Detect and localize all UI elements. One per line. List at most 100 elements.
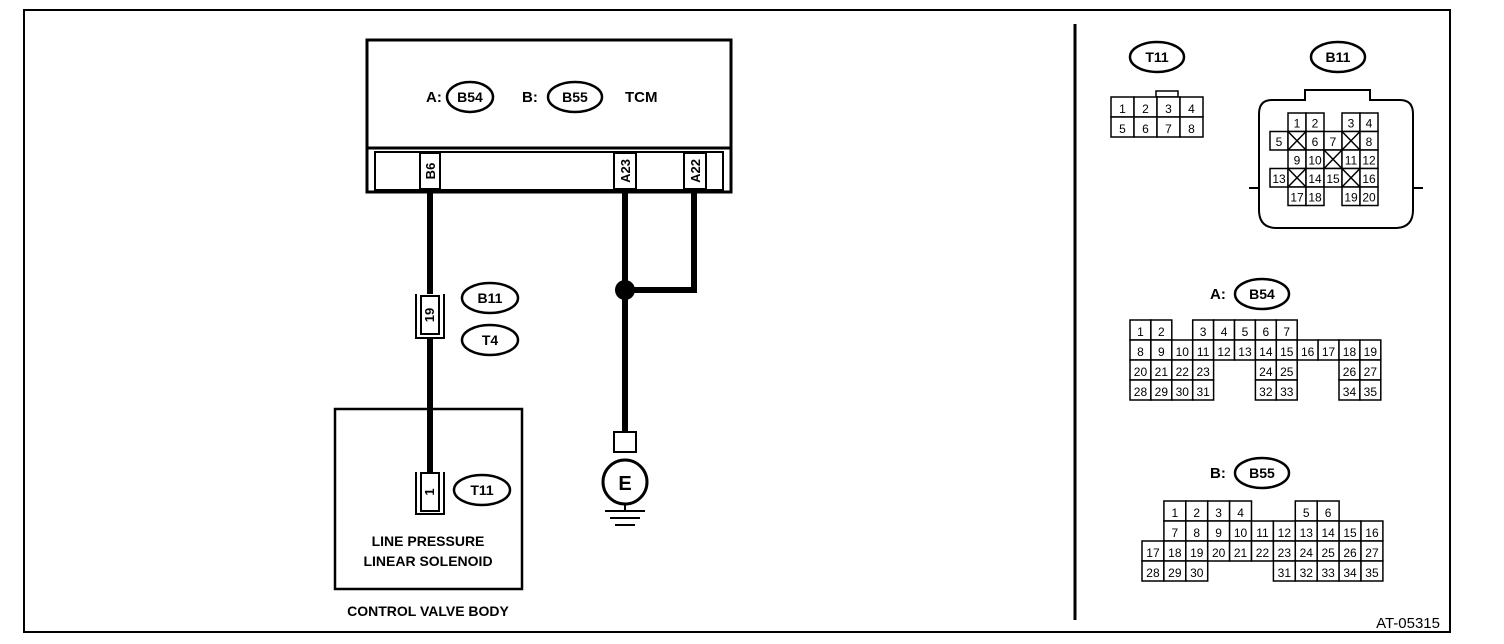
pin-number: 21	[1234, 546, 1248, 560]
pin-number: 31	[1278, 566, 1292, 580]
pin-number: 9	[1158, 345, 1165, 359]
pin-number: 28	[1134, 385, 1148, 399]
ground-symbol: E	[601, 431, 649, 526]
control-valve-body: 1 T11 LINE PRESSURE LINEAR SOLENOID CONT…	[333, 407, 524, 619]
pin-number: 6	[1142, 122, 1149, 136]
pin-number: 10	[1308, 154, 1322, 168]
solenoid-housing	[333, 407, 524, 591]
harness-conn2-oval	[460, 323, 520, 357]
plugged-cavity-mark	[1287, 167, 1307, 188]
pin-number: 20	[1212, 546, 1226, 560]
pin-number: 17	[1290, 191, 1304, 205]
pin-number: 1	[1137, 325, 1144, 339]
pin-number: 11	[1345, 154, 1358, 168]
pin-number: 30	[1190, 566, 1204, 580]
wiring	[427, 190, 697, 472]
pin-number: 26	[1343, 546, 1357, 560]
pin-cell	[1305, 186, 1325, 207]
b54-title: B54	[1249, 286, 1275, 302]
pin-cell	[1275, 379, 1298, 401]
pin-number: 14	[1308, 172, 1322, 186]
harness-conn1-oval	[460, 281, 520, 315]
pin-number: 3	[1200, 325, 1207, 339]
solenoid-name-line2: LINEAR SOLENOID	[363, 553, 492, 569]
pin-number: 2	[1193, 506, 1200, 520]
pin-number: 17	[1146, 546, 1160, 560]
pin-number: 21	[1155, 365, 1169, 379]
pin-number: 35	[1364, 385, 1378, 399]
tcm-conn-b-oval	[546, 80, 604, 114]
pin-number: 24	[1259, 365, 1273, 379]
pin-number: 1	[1294, 117, 1301, 131]
pin-number: 13	[1300, 526, 1314, 540]
b11-title: B11	[1326, 49, 1351, 65]
pin-number: 13	[1272, 172, 1286, 186]
solenoid-conn-label: T11	[470, 482, 494, 498]
t11-title: T11	[1145, 49, 1169, 65]
pin-cell	[1185, 560, 1209, 582]
pin-number: 8	[1193, 526, 1200, 540]
plugged-cavity-mark	[1323, 149, 1343, 170]
pin-number: 31	[1196, 385, 1210, 399]
harness-conn2-label: T4	[482, 332, 499, 348]
tcm-conn-a-oval	[445, 80, 495, 114]
tcm-label-b: B:	[522, 89, 538, 106]
pin-number: 22	[1176, 365, 1190, 379]
pin-number: 6	[1325, 506, 1332, 520]
pin-number: 17	[1322, 345, 1336, 359]
pin-cell	[1360, 560, 1384, 582]
pin-number: 2	[1158, 325, 1165, 339]
pin-number: 16	[1301, 345, 1315, 359]
pin-number: 4	[1366, 117, 1373, 131]
diagram-frame	[23, 9, 1451, 633]
pin-number: 19	[1364, 345, 1378, 359]
housing-label: CONTROL VALVE BODY	[347, 603, 509, 619]
pin-number: 14	[1321, 526, 1335, 540]
pin-number: 26	[1343, 365, 1357, 379]
pin-number: 16	[1362, 172, 1376, 186]
pin-number: 18	[1343, 345, 1357, 359]
splice-point	[615, 280, 635, 300]
plugged-cavity-mark	[1341, 130, 1361, 151]
pin-number: 34	[1343, 566, 1357, 580]
tcm-pin-b6: B6	[423, 163, 438, 180]
wire-a22	[625, 190, 697, 293]
solenoid-name-line1: LINE PRESSURE	[372, 533, 485, 549]
pin-number: 5	[1242, 325, 1249, 339]
pin-number: 5	[1303, 506, 1310, 520]
pin-cell	[1359, 186, 1379, 207]
pin-number: 3	[1348, 117, 1355, 131]
pin-number: 18	[1168, 546, 1182, 560]
pin-number: 12	[1278, 526, 1292, 540]
pin-number: 32	[1259, 385, 1273, 399]
pin-number: 28	[1146, 566, 1160, 580]
pin-number: 33	[1321, 566, 1335, 580]
pin-number: 6	[1312, 135, 1319, 149]
pin-number: 12	[1362, 154, 1376, 168]
pin-number: 8	[1188, 122, 1195, 136]
pin-number: 25	[1321, 546, 1335, 560]
pin-number: 27	[1364, 365, 1378, 379]
pin-number: 32	[1300, 566, 1314, 580]
pin-number: 30	[1176, 385, 1190, 399]
pin-number: 8	[1366, 135, 1373, 149]
pin-cell	[1359, 379, 1382, 401]
tcm-pin-a22: A22	[688, 159, 703, 183]
tcm-conn-a-label: B54	[457, 89, 483, 105]
pin-number: 14	[1259, 345, 1273, 359]
harness-pin: 19	[422, 308, 437, 322]
harness-connector: 19 B11 T4	[415, 281, 520, 357]
pin-number: 27	[1365, 546, 1379, 560]
pin-number: 35	[1365, 566, 1379, 580]
pin-number: 1	[1172, 506, 1179, 520]
tcm-unit: A: B54 B: B55 TCM B6 A23 A22	[365, 38, 733, 194]
pin-number: 22	[1256, 546, 1270, 560]
pin-number: 23	[1196, 365, 1210, 379]
tcm-pin-a23: A23	[618, 159, 633, 183]
plugged-cavity-mark	[1287, 130, 1307, 151]
harness-conn1-label: B11	[478, 290, 503, 306]
pin-number: 4	[1221, 325, 1228, 339]
pin-number: 6	[1263, 325, 1270, 339]
